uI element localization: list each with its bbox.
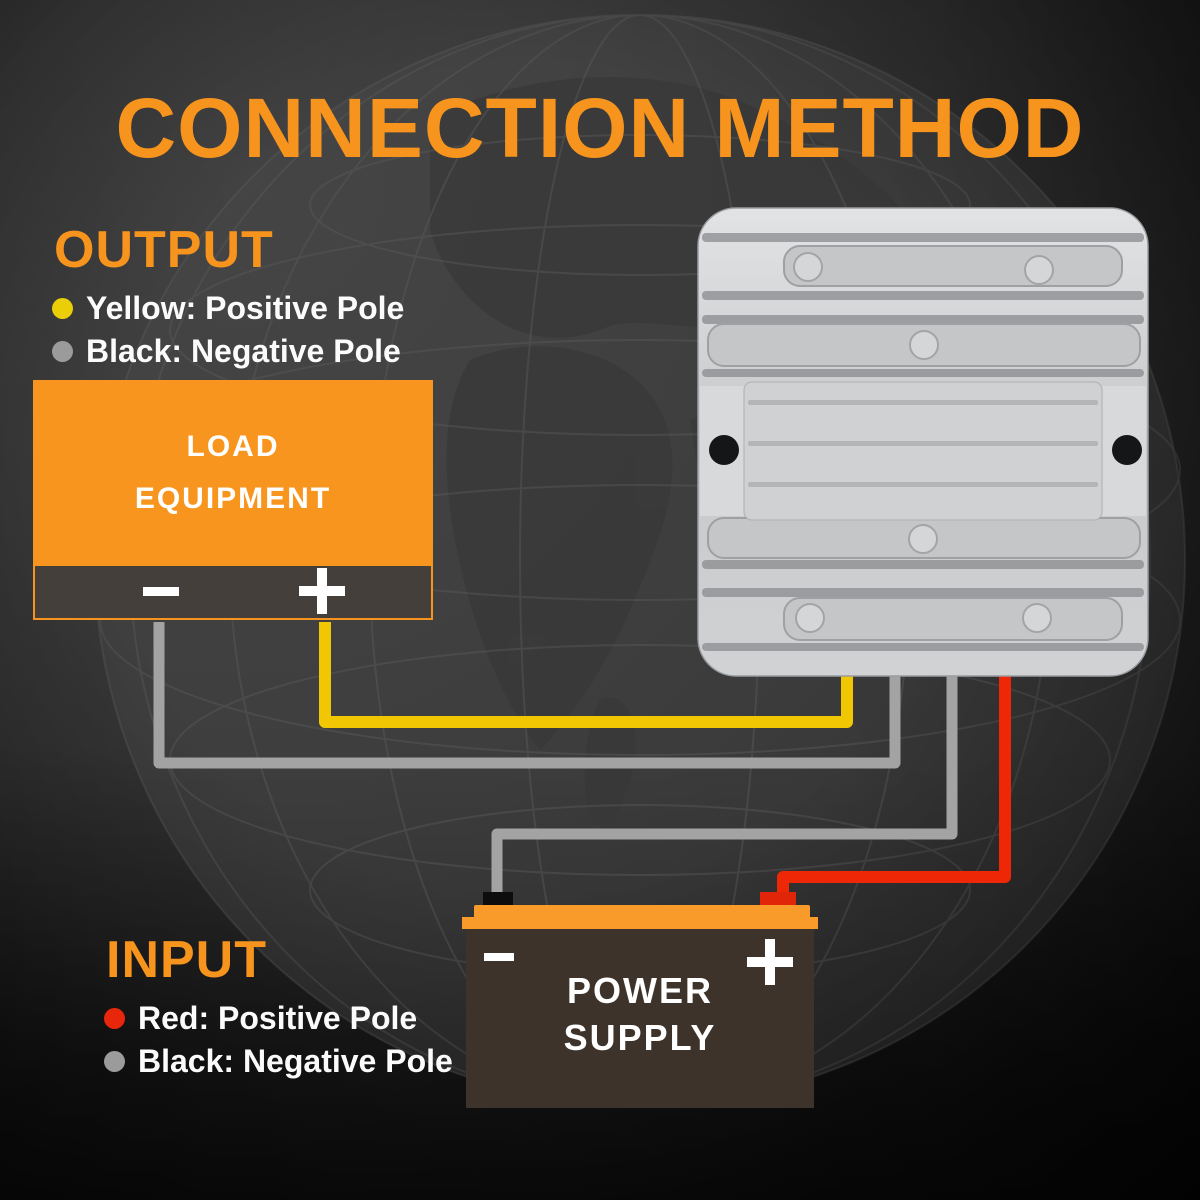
load-terminal-strip (33, 566, 433, 620)
load-equipment-line1: LOAD (186, 430, 280, 463)
power-supply-label: POWER SUPPLY (466, 967, 814, 1061)
load-equipment-box: LOAD EQUIPMENT (33, 380, 433, 620)
fin-grooves (702, 233, 1144, 651)
load-equipment-line2: EQUIPMENT (134, 482, 332, 515)
output-positive-wire (319, 622, 853, 728)
input-legend: Red: Positive Pole Black: Negative Pole (104, 1000, 453, 1079)
plus-symbol (299, 568, 345, 614)
minus-symbol (484, 953, 514, 961)
legend-row-output-positive: Yellow: Positive Pole (52, 290, 404, 326)
legend-row-input-negative: Black: Negative Pole (104, 1043, 453, 1079)
legend-label: Yellow: Positive Pole (86, 289, 405, 326)
mounting-hole (1112, 435, 1142, 465)
legend-row-input-positive: Red: Positive Pole (104, 1000, 453, 1036)
legend-row-output-negative: Black: Negative Pole (52, 333, 404, 369)
legend-label: Black: Negative Pole (86, 332, 401, 369)
input-heading: INPUT (106, 931, 267, 989)
output-negative-wire (153, 622, 901, 769)
power-supply-line2: SUPPLY (563, 1017, 717, 1058)
output-legend: Yellow: Positive Pole Black: Negative Po… (52, 290, 404, 369)
minus-symbol (143, 587, 179, 596)
legend-label: Black: Negative Pole (138, 1042, 453, 1079)
screw (1022, 603, 1052, 633)
power-supply-line1: POWER (566, 970, 713, 1011)
screw (908, 524, 938, 554)
mounting-hole (709, 435, 739, 465)
input-positive-wire (777, 670, 1011, 900)
battery-body: POWER SUPPLY (466, 929, 814, 1108)
battery-negative-terminal (483, 892, 513, 908)
screws (793, 252, 1054, 633)
load-equipment-body: LOAD EQUIPMENT (33, 380, 433, 566)
gray-dot-icon (52, 340, 73, 362)
red-dot-icon (104, 1007, 125, 1029)
power-supply-battery: POWER SUPPLY (462, 892, 818, 1108)
screw (909, 330, 939, 360)
battery-positive-terminal (760, 892, 796, 908)
battery-lid (462, 917, 818, 929)
converter-device (697, 207, 1149, 677)
battery-lid-top (474, 905, 810, 917)
screw (793, 252, 823, 282)
gray-dot-icon (104, 1050, 125, 1072)
screw (795, 603, 825, 633)
plate-grooves (748, 400, 1098, 487)
page-title: CONNECTION METHOD (115, 81, 1085, 175)
screw (1024, 255, 1054, 285)
output-heading: OUTPUT (54, 221, 274, 279)
legend-label: Red: Positive Pole (138, 999, 418, 1036)
input-negative-wire (491, 670, 958, 900)
yellow-dot-icon (52, 297, 73, 319)
wires (153, 622, 1011, 900)
